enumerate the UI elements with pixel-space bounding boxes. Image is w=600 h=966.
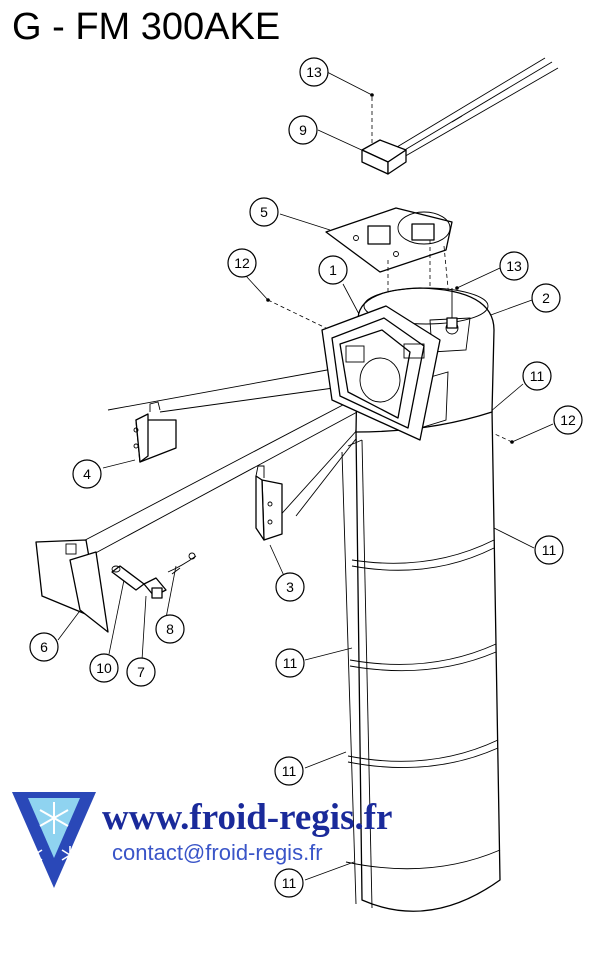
callout-label: 5 (260, 204, 268, 220)
callout-7: 7 (126, 657, 156, 687)
callout-label: 2 (542, 290, 550, 306)
callout-label: 11 (282, 875, 297, 891)
callout-5: 5 (249, 197, 279, 227)
sensor-cable (391, 57, 559, 159)
contact-email-link[interactable]: contact@froid-regis.fr (112, 840, 323, 865)
callout-label: 12 (234, 255, 250, 271)
evaporator-tube (341, 409, 501, 912)
callout-label: 10 (96, 660, 112, 676)
callout-label: 8 (166, 621, 174, 637)
callout-label: 9 (299, 122, 307, 138)
callout-label: 7 (137, 664, 145, 680)
leader-lines (57, 71, 554, 881)
part-8-cable-tie (167, 552, 197, 575)
part-9-sensor-clip (361, 139, 407, 175)
part-7-pin (143, 577, 167, 599)
part-1-front-frame (321, 305, 441, 441)
callout-label: 12 (560, 412, 576, 428)
callout-10: 10 (89, 653, 119, 683)
callout-11-e: 11 (274, 868, 304, 898)
callout-11-c: 11 (275, 648, 305, 678)
callout-8: 8 (155, 614, 185, 644)
callout-12-left: 12 (227, 248, 257, 278)
part-10-shaft (111, 565, 145, 591)
callout-4: 4 (72, 459, 102, 489)
callout-13-top: 13 (299, 57, 329, 87)
callout-13-right: 13 (499, 251, 529, 281)
callout-label: 6 (40, 639, 48, 655)
snowflake-icon (39, 802, 69, 834)
part-6-plate (35, 539, 109, 633)
callout-6: 6 (29, 632, 59, 662)
callout-2: 2 (531, 283, 561, 313)
callout-9: 9 (288, 115, 318, 145)
callout-12-right: 12 (553, 405, 583, 435)
callout-label: 4 (83, 466, 91, 482)
callout-label: 11 (283, 655, 298, 671)
callout-label: 13 (506, 258, 522, 274)
callout-1: 1 (318, 255, 348, 285)
website-link[interactable]: www.froid-regis.fr (102, 797, 393, 838)
snowflake-small-icon (25, 846, 79, 864)
callout-label: 11 (530, 368, 545, 384)
part-4-bracket (133, 401, 177, 463)
page-title: G - FM 300AKE (12, 6, 281, 48)
part-3-bracket (255, 465, 283, 541)
callout-11-b: 11 (534, 535, 564, 565)
part-13-screw (446, 288, 458, 329)
callout-label: 11 (282, 763, 297, 779)
callout-label: 11 (542, 542, 557, 558)
callout-label: 13 (306, 64, 322, 80)
callout-11-a: 11 (522, 361, 552, 391)
callout-11-d: 11 (274, 756, 304, 786)
callout-3: 3 (275, 572, 305, 602)
callout-label: 3 (286, 579, 294, 595)
callout-label: 1 (329, 262, 337, 278)
snowflake-logo (12, 792, 96, 888)
